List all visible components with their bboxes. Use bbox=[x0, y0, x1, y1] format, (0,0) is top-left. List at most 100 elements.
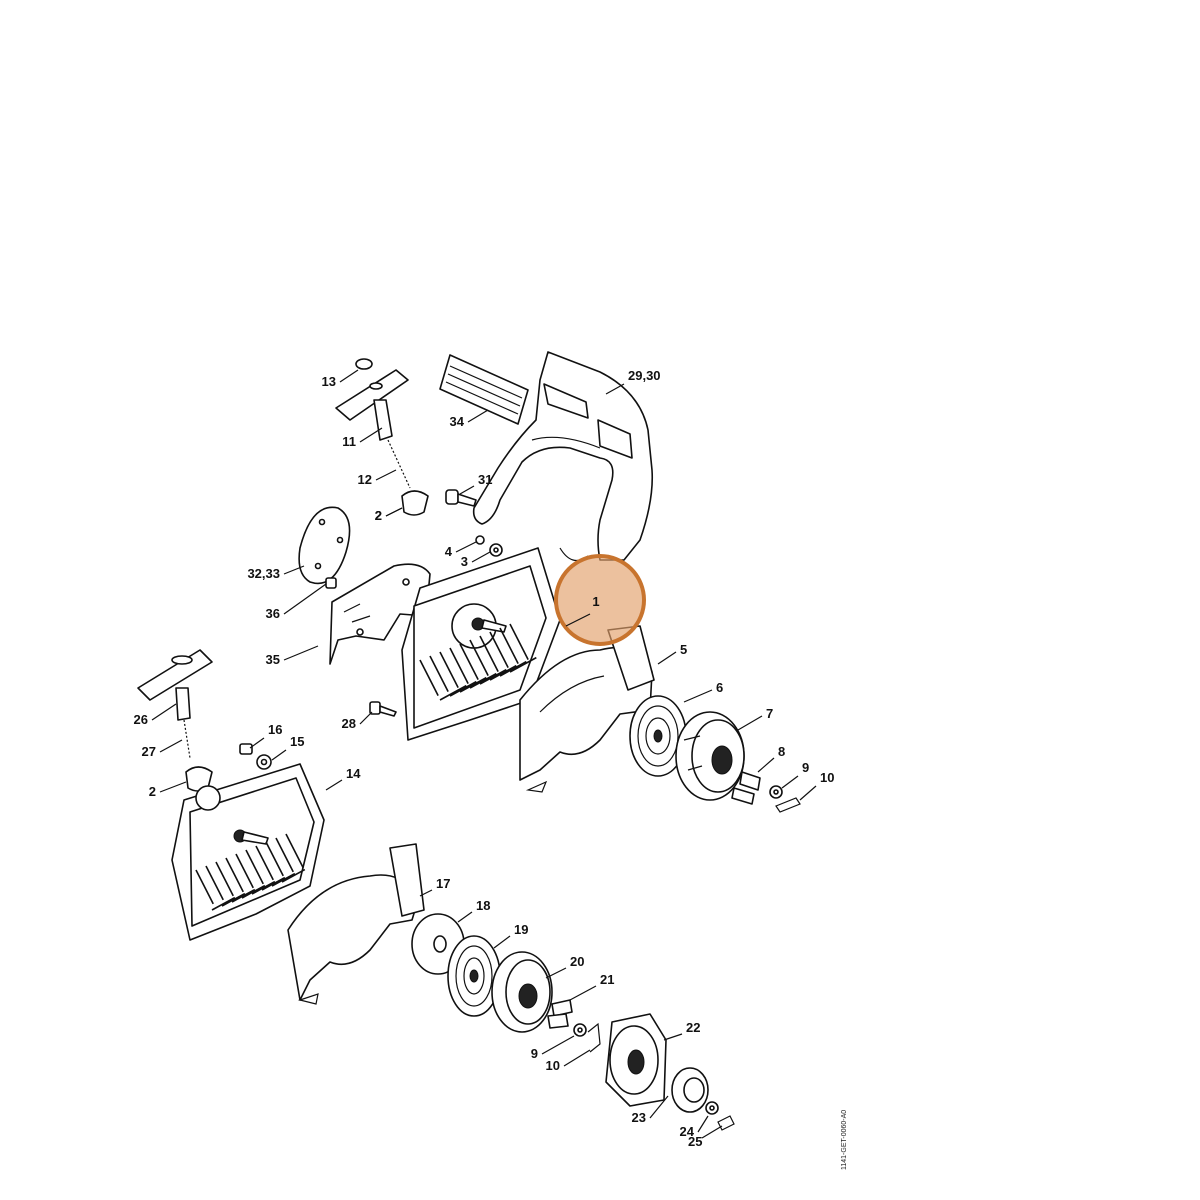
callout-label[interactable]: 15 bbox=[290, 734, 304, 749]
callout-label[interactable]: 20 bbox=[570, 954, 584, 969]
fin-line bbox=[225, 857, 244, 893]
leader-line bbox=[283, 565, 305, 575]
starter-cover-17-part bbox=[287, 843, 425, 1005]
callout-label[interactable]: 8 bbox=[778, 744, 785, 759]
leader-line bbox=[359, 711, 373, 725]
callout-label[interactable]: 17 bbox=[436, 876, 450, 891]
decal-part bbox=[439, 354, 529, 425]
leader-line bbox=[467, 409, 489, 423]
rope-rotor-7-part bbox=[675, 711, 745, 801]
cooling-fins-lower bbox=[195, 833, 306, 911]
callout-label[interactable]: 28 bbox=[342, 716, 356, 731]
leader-line bbox=[565, 613, 591, 627]
hub-23-part bbox=[671, 1067, 709, 1113]
callout-label[interactable]: 5 bbox=[680, 642, 687, 657]
callout-label[interactable]: 2 bbox=[375, 508, 382, 523]
leader-line bbox=[325, 779, 343, 791]
rewind-spring-19-part bbox=[447, 935, 501, 1017]
leader-line bbox=[159, 781, 187, 793]
callout-label[interactable]: 6 bbox=[716, 680, 723, 695]
washer-24-part bbox=[705, 1101, 719, 1115]
callout-label[interactable]: 9 bbox=[802, 760, 809, 775]
callout-label[interactable]: 21 bbox=[600, 972, 614, 987]
fin-line bbox=[439, 684, 467, 701]
fin-line bbox=[459, 643, 479, 681]
callout-label[interactable]: 4 bbox=[445, 544, 453, 559]
leader-line bbox=[457, 911, 473, 923]
fin-line bbox=[489, 664, 517, 681]
callout-label[interactable]: 36 bbox=[266, 606, 280, 621]
washer-9-part bbox=[769, 785, 783, 799]
leader-line bbox=[493, 935, 511, 949]
callout-label[interactable]: 14 bbox=[346, 766, 361, 781]
spring-clip-10-part bbox=[775, 797, 801, 813]
callout-label[interactable]: 23 bbox=[632, 1110, 646, 1125]
leader-line bbox=[455, 541, 477, 553]
fin-line bbox=[251, 880, 276, 895]
callout-label[interactable]: 26 bbox=[134, 712, 148, 727]
leader-line bbox=[737, 715, 763, 731]
callout-label[interactable]: 2 bbox=[149, 784, 156, 799]
callout-label[interactable]: 22 bbox=[686, 1020, 700, 1035]
callout-label[interactable]: 12 bbox=[358, 472, 372, 487]
fin-line bbox=[479, 635, 499, 673]
callout-label[interactable]: 25 bbox=[688, 1134, 702, 1149]
leader-line bbox=[799, 785, 817, 801]
cooling-fins-upper bbox=[419, 623, 537, 701]
callout-label[interactable]: 2 bbox=[375, 508, 382, 523]
callout-label[interactable]: 35 bbox=[266, 652, 280, 667]
fin-line bbox=[231, 888, 256, 903]
fin-line bbox=[509, 656, 537, 673]
callout-label[interactable]: 7 bbox=[766, 706, 773, 721]
highlight-circle[interactable] bbox=[554, 554, 646, 646]
pawl-8-part bbox=[731, 771, 761, 805]
fin-line bbox=[499, 627, 519, 665]
leader-line bbox=[359, 427, 383, 443]
callout-label[interactable]: 16 bbox=[268, 722, 282, 737]
spring-clip-10-lower-part bbox=[587, 1022, 601, 1053]
fin-line bbox=[439, 651, 459, 689]
callout-label[interactable]: 1 bbox=[592, 594, 599, 609]
callout-label[interactable]: 13 bbox=[322, 374, 336, 389]
callout-label[interactable]: 19 bbox=[514, 922, 528, 937]
leader-line bbox=[375, 469, 397, 481]
leader-line bbox=[569, 985, 597, 1001]
callout-label[interactable]: 29,30 bbox=[628, 368, 661, 383]
fin-line bbox=[285, 833, 304, 869]
leader-line bbox=[271, 749, 287, 761]
nut-16-washer-15-part bbox=[239, 743, 272, 770]
callout-label[interactable]: 10 bbox=[546, 1058, 560, 1073]
callout-label[interactable]: 34 bbox=[450, 414, 465, 429]
fin-line bbox=[195, 869, 214, 905]
fin-line bbox=[449, 680, 477, 697]
fin-line bbox=[489, 631, 509, 669]
starter-grip-lower-part bbox=[137, 649, 213, 792]
fin-line bbox=[245, 849, 264, 885]
leader-line bbox=[283, 645, 319, 661]
callout-label[interactable]: 3 bbox=[461, 554, 468, 569]
fin-line bbox=[205, 865, 224, 901]
leader-line bbox=[657, 651, 677, 665]
fin-line bbox=[235, 853, 254, 889]
callout-label[interactable]: 9 bbox=[531, 1046, 538, 1061]
leader-line bbox=[385, 507, 403, 517]
leader-line bbox=[757, 757, 775, 773]
callout-label[interactable]: 18 bbox=[476, 898, 490, 913]
fin-line bbox=[211, 896, 236, 911]
callout-label[interactable]: 24 bbox=[680, 1124, 695, 1139]
callout-label[interactable]: 32,33 bbox=[247, 566, 280, 581]
fan-housing-part bbox=[401, 547, 561, 741]
fin-line bbox=[429, 655, 449, 693]
callout-label[interactable]: 11 bbox=[342, 434, 356, 449]
leader-line bbox=[663, 1033, 683, 1041]
fin-line bbox=[499, 660, 527, 677]
leader-line bbox=[649, 1095, 669, 1119]
callout-label[interactable]: 27 bbox=[142, 744, 156, 759]
rope-rotor-20-part bbox=[491, 951, 553, 1033]
fin-line bbox=[271, 872, 296, 887]
fin-line bbox=[449, 647, 469, 685]
callout-label[interactable]: 10 bbox=[820, 770, 834, 785]
leader-line bbox=[701, 1125, 723, 1139]
callout-label[interactable]: 31 bbox=[478, 472, 492, 487]
